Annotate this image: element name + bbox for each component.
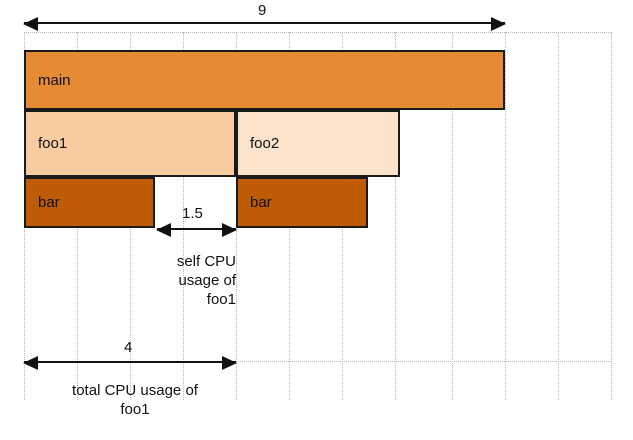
gridline-v-10 <box>558 32 559 400</box>
arrowhead-right-icon <box>491 17 506 31</box>
gridline-v-9 <box>505 32 506 400</box>
caption-self-cpu-line-3: foo1 <box>206 291 236 309</box>
measure-arrow-self-foo1 <box>156 223 237 237</box>
frame-label-foo1: foo1 <box>38 135 68 152</box>
gridline-v-8 <box>452 32 453 400</box>
frame-foo2[interactable]: foo2 <box>236 110 400 177</box>
gridline-h-top <box>24 32 611 33</box>
measure-label-total-main: 9 <box>258 2 267 19</box>
frame-foo1[interactable]: foo1 <box>24 110 236 177</box>
arrowhead-left-icon <box>156 223 171 237</box>
gridline-v-11 <box>611 32 612 400</box>
gridline-h-bottom <box>24 361 611 362</box>
arrowhead-right-icon <box>222 223 237 237</box>
frame-label-bar-left: bar <box>38 194 60 211</box>
measure-arrow-total-foo1 <box>23 356 237 370</box>
frame-label-main: main <box>38 71 71 89</box>
measure-arrow-total-main <box>23 17 506 31</box>
frame-bar-right[interactable]: bar <box>236 177 368 228</box>
frame-bar-left[interactable]: bar <box>24 177 155 228</box>
measure-label-self-foo1: 1.5 <box>182 205 203 222</box>
arrowhead-left-icon <box>23 356 38 370</box>
arrowhead-left-icon <box>23 17 38 31</box>
caption-total-cpu-line-2: foo1 <box>120 401 150 419</box>
gridline-v-7 <box>395 32 396 400</box>
measure-label-total-foo1: 4 <box>124 339 133 356</box>
caption-self-cpu-line-2: usage of <box>178 272 236 290</box>
frame-main[interactable]: main <box>24 50 505 110</box>
gridline-v-3 <box>183 32 184 400</box>
frame-label-bar-right: bar <box>250 194 272 211</box>
caption-self-cpu-line-1: self CPU <box>176 253 236 270</box>
caption-total-cpu-usage: total CPU usage of foo1 <box>30 381 240 419</box>
frame-label-foo2: foo2 <box>250 135 280 152</box>
caption-total-cpu-line-1: total CPU usage of <box>72 382 198 399</box>
arrowhead-right-icon <box>222 356 237 370</box>
caption-self-cpu-usage: self CPU usage of foo1 <box>96 252 236 310</box>
